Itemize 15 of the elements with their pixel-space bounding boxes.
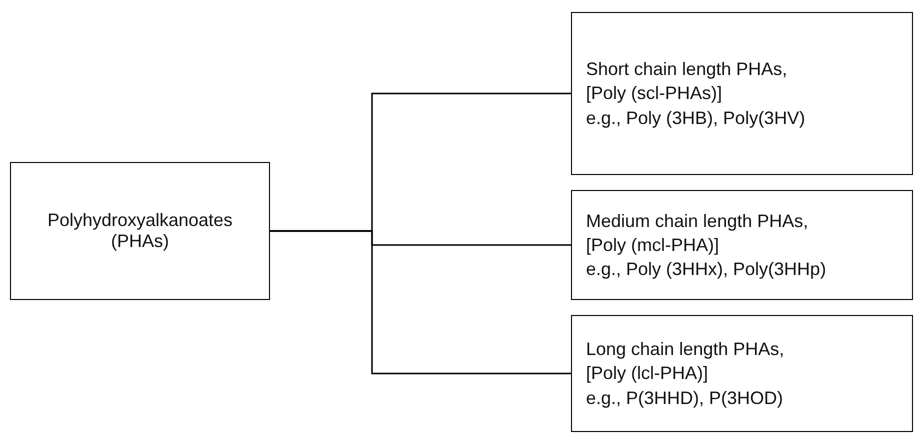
node-text: e.g., Poly (3HB), Poly(3HV) — [586, 106, 806, 130]
node-text: [Poly (scl-PHAs)] — [586, 82, 724, 106]
root-category-box — [10, 162, 270, 300]
category-box — [571, 12, 913, 175]
node-text: Short chain length PHAs, — [586, 58, 788, 82]
category-box — [571, 190, 913, 300]
connector-line — [270, 230, 571, 374]
node-text: [Poly (mcl-PHA)] — [586, 234, 720, 257]
node-text: [Poly (lcl-PHA)] — [586, 362, 710, 386]
category-box — [571, 315, 913, 432]
node-text: Long chain length PHAs, — [586, 338, 786, 362]
node-text: Polyhydroxyalkanoates (PHAs) — [46, 210, 234, 252]
node-text: e.g., Poly (3HHx), Poly(3HHp) — [586, 258, 828, 282]
node-text: e.g., P(3HHD), P(3HOD) — [586, 386, 784, 410]
node-text: Medium chain length PHAs, — [586, 210, 810, 233]
